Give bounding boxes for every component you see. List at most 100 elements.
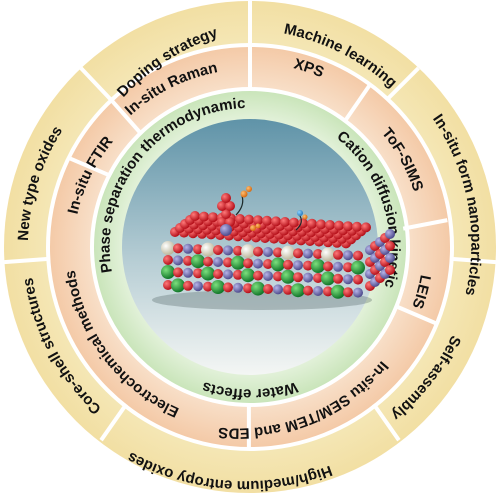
- lattice-atom: [203, 281, 213, 292]
- oxygen-atom: [199, 211, 209, 222]
- lattice-atom: [293, 248, 303, 259]
- lattice-atom: [273, 271, 283, 282]
- lattice-atom: [213, 257, 223, 267]
- lattice-atom: [253, 258, 263, 269]
- lattice-atom: [201, 266, 215, 281]
- oxygen-atom: [244, 214, 254, 225]
- lattice-atom: [311, 259, 325, 273]
- lattice-atom: [281, 245, 295, 260]
- lattice-atom: [273, 247, 283, 258]
- lattice-atom: [333, 273, 343, 284]
- lattice-atom: [385, 253, 395, 263]
- surface-cluster-atom: [220, 224, 232, 236]
- migrating-species: [240, 190, 248, 198]
- lattice-atom: [193, 268, 203, 279]
- lattice-atom: [193, 281, 203, 292]
- ring-dividers: [4, 1, 496, 451]
- lattice-atom: [353, 250, 363, 261]
- oxygen-atom: [235, 214, 245, 224]
- lattice-atom: [173, 243, 183, 254]
- lattice-atom: [281, 269, 295, 284]
- lattice-atom: [201, 242, 215, 257]
- lattice-atom: [271, 257, 285, 272]
- surface-cluster-atom: [221, 193, 231, 203]
- migration-trajectory: [295, 215, 302, 231]
- migrating-species: [297, 210, 303, 216]
- lattice-atom: [303, 248, 313, 259]
- lattice-atom: [353, 274, 363, 285]
- lattice-atom: [313, 249, 323, 259]
- lattice-atom: [233, 269, 243, 280]
- migrating-species: [255, 223, 261, 229]
- oxygen-atom: [361, 222, 371, 233]
- lattice-atom: [163, 280, 173, 290]
- oxygen-atom: [307, 218, 317, 229]
- lattice-atom: [213, 245, 223, 255]
- oxygen-atom: [262, 215, 272, 226]
- lattice-atom: [263, 247, 273, 257]
- lattice-atom: [263, 271, 273, 281]
- lattice-atom: [351, 260, 365, 275]
- lattice-atom: [173, 267, 183, 278]
- lattice-atom: [233, 282, 243, 293]
- lattice-atom: [385, 241, 395, 251]
- migration-trajectory: [235, 195, 244, 216]
- oxygen-atom: [316, 219, 326, 230]
- lattice-atom: [293, 272, 303, 283]
- migrating-species: [250, 225, 256, 231]
- lattice-atom: [323, 286, 333, 297]
- oxygen-atom: [334, 220, 344, 231]
- lattice-atom: [183, 243, 193, 254]
- lattice-atom: [161, 241, 175, 255]
- lattice-atom: [343, 287, 353, 298]
- lattice-atom: [223, 282, 233, 293]
- lattice-atom: [343, 250, 353, 261]
- migrating-species: [302, 214, 308, 220]
- lattice-atom: [293, 260, 303, 271]
- lattice-atom: [241, 244, 255, 259]
- lattice-atom: [161, 265, 175, 279]
- lattice-atom: [183, 255, 193, 266]
- lattice-atom: [263, 259, 273, 269]
- lattice-atom: [385, 229, 395, 239]
- lattice-atom: [223, 245, 233, 256]
- lattice-atom: [171, 278, 185, 293]
- lattice-atom: [313, 286, 323, 296]
- oxygen-atom: [298, 218, 308, 229]
- lattice-atom: [263, 284, 273, 294]
- oxygen-atom: [289, 217, 299, 228]
- lattice-atom: [253, 270, 263, 281]
- oxygen-atom: [352, 221, 362, 232]
- surface-cluster-atom: [221, 209, 231, 219]
- lattice-atom: [331, 284, 345, 299]
- oxygen-atom: [343, 221, 353, 232]
- lattice-atom: [321, 247, 335, 262]
- perovskite-lattice-illustration: [152, 186, 395, 310]
- oxygen-atom: [208, 212, 218, 223]
- lattice-atom: [343, 262, 353, 273]
- lattice-atom: [353, 287, 363, 298]
- oxygen-atom: [253, 215, 263, 226]
- lattice-atom: [183, 280, 193, 291]
- lattice-atom: [213, 269, 223, 279]
- lattice-atom: [303, 285, 313, 296]
- lattice-atom: [343, 274, 353, 285]
- lattice-atom: [303, 272, 313, 283]
- lattice-atom: [191, 254, 205, 269]
- lattice-atom: [223, 257, 233, 268]
- lattice-atom: [243, 258, 253, 269]
- lattice-atom: [223, 269, 233, 280]
- lattice-atom: [163, 255, 173, 265]
- oxygen-atom: [280, 217, 290, 227]
- lattice-atom: [303, 260, 313, 271]
- lattice-atom: [333, 261, 343, 272]
- lattice-atom: [173, 255, 183, 266]
- lattice-atom: [251, 281, 265, 296]
- lattice-atom: [291, 283, 305, 298]
- lattice-atom: [385, 265, 395, 275]
- lattice-atom: [233, 245, 243, 256]
- surface-cluster-atom: [217, 201, 227, 211]
- lattice-atom: [283, 284, 293, 295]
- lattice-atom: [203, 256, 213, 267]
- lattice-atom: [211, 280, 225, 294]
